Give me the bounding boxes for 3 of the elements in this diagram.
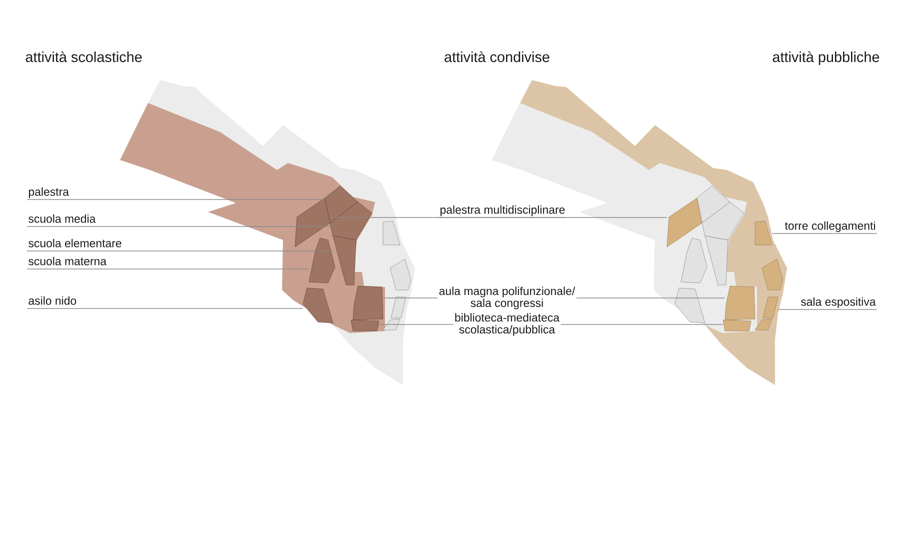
heading: attività pubbliche	[772, 51, 880, 65]
heading: attività scolastiche	[26, 51, 142, 62]
heading: attività condivise	[444, 51, 550, 62]
